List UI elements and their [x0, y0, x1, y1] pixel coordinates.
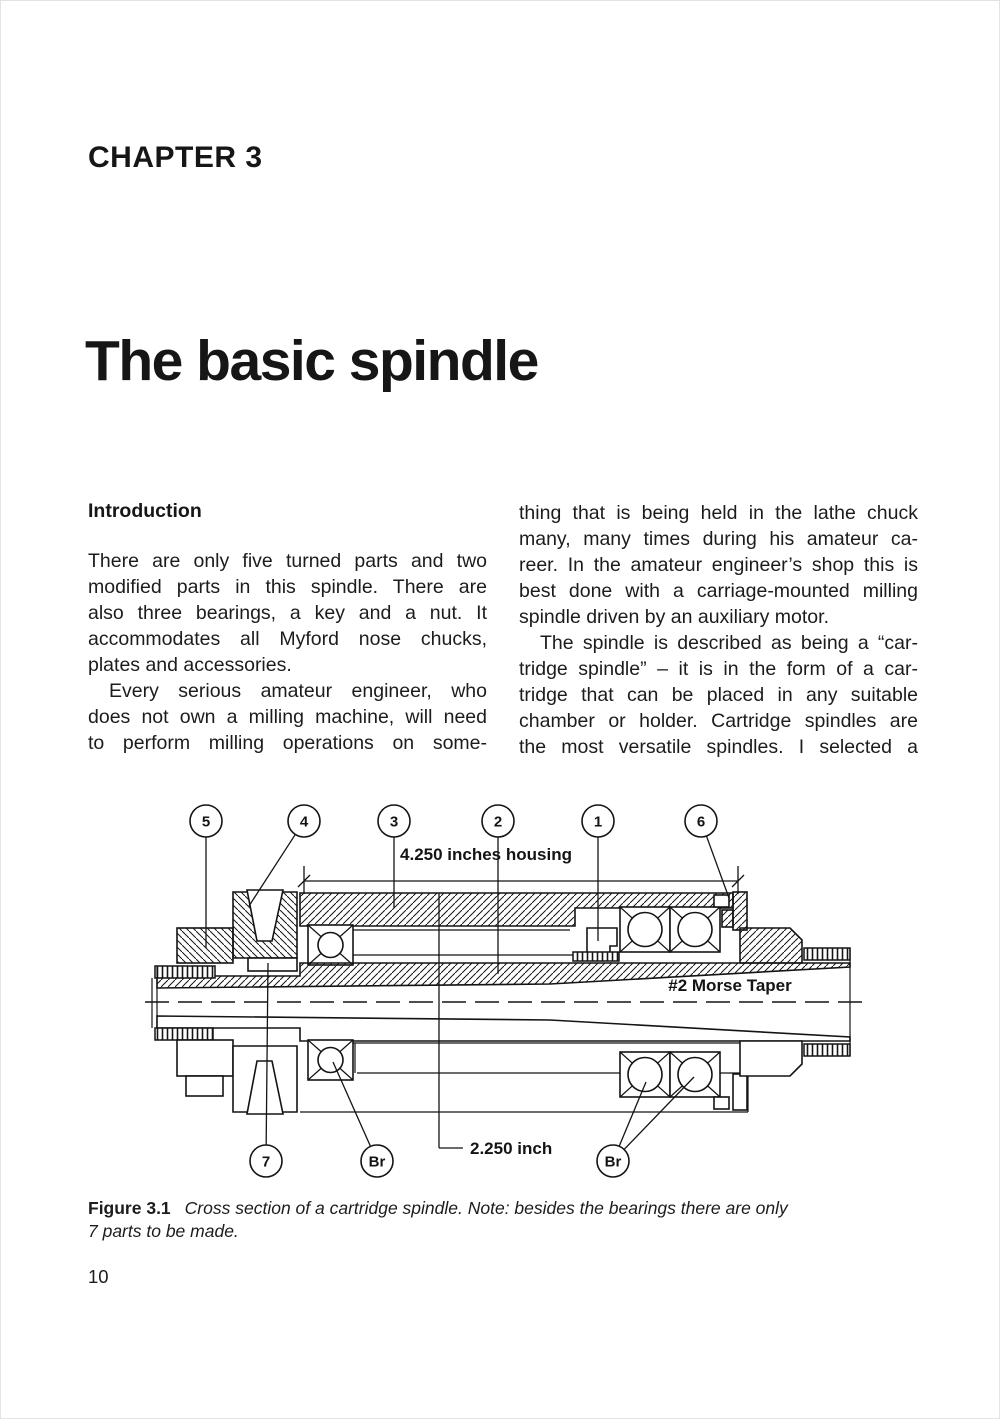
callout-leader-Br: [618, 1081, 647, 1147]
end-cap-bottom: [732, 1073, 748, 1111]
body-text-line: accommodates all Myford nose chucks,: [88, 628, 487, 650]
body-text-line: many, many times during his amateur ca-: [519, 528, 918, 550]
svg-text:7: 7: [262, 1154, 270, 1171]
callout-3: 3: [377, 804, 411, 838]
callout-2: 2: [481, 804, 515, 838]
page-number: 10: [88, 1266, 109, 1287]
svg-text:3: 3: [390, 814, 398, 831]
rear-thread-bottom: [803, 1043, 851, 1057]
spacer-tube: [353, 929, 573, 956]
callout-leader-7: [265, 962, 269, 1146]
body-text-line: best done with a carriage-mounted millin…: [519, 580, 918, 602]
rear-bearing-pair-bottom: [619, 1051, 721, 1098]
svg-text:Br: Br: [369, 1154, 386, 1171]
spacer-shoulder: [586, 927, 618, 954]
callout-leader-Br: [332, 1061, 372, 1147]
body-text-line: plates and accessories.: [88, 654, 292, 676]
key: [247, 957, 298, 972]
body-text-line: thing that is being held in the lathe ch…: [519, 502, 918, 524]
rear-collar-section: [739, 927, 803, 964]
dimension-housing-label: 4.250 inches housing: [400, 845, 572, 864]
callout-6: 6: [684, 804, 718, 838]
svg-text:1: 1: [594, 814, 602, 831]
body-text-line: the most versatile spindles. I selected …: [519, 736, 918, 758]
front-nut-bottom-step: [185, 1075, 224, 1097]
front-bearing-top: [307, 924, 354, 966]
spindle-cross-section-drawing: 4.250 inches housing 2.250 inch #2 Morse…: [145, 804, 862, 1178]
body-text-line: spindle driven by an auxiliary motor.: [519, 606, 829, 628]
svg-text:Br: Br: [605, 1154, 622, 1171]
callout-leader-4: [248, 834, 296, 907]
figure-caption-line1: Cross section of a cartridge spindle. No…: [184, 1198, 788, 1218]
figure-caption-line2: 7 parts to be made.: [88, 1221, 239, 1241]
body-text-line: reer. In the amateur engineer’s shop thi…: [519, 554, 918, 576]
nose-thread-bottom: [154, 1027, 214, 1041]
callout-layer: 5 4 3 2 1 6 7 Br Br: [189, 804, 730, 1178]
body-text-line: Every serious amateur engineer, who: [109, 680, 487, 702]
callout-leader-Br: [623, 1076, 695, 1150]
body-text-line: does not own a milling machine, will nee…: [88, 706, 487, 728]
body-text-line: to perform milling operations on some-: [88, 732, 487, 754]
housing-bottom-lines: [300, 1042, 749, 1113]
pulley-bottom-v: [246, 1060, 284, 1115]
end-cap-lip: [721, 909, 734, 928]
page-title: The basic spindle: [85, 329, 539, 393]
dimension-length: 2.250 inch: [438, 893, 552, 1158]
body-text-line: The spindle is described as being a “car…: [540, 632, 918, 654]
callout-7: 7: [249, 1144, 283, 1178]
figure-caption: Figure 3.1 Cross section of a cartridge s…: [88, 1197, 918, 1243]
shaft-thread-inner: [572, 951, 620, 962]
dimension-housing: 4.250 inches housing: [297, 845, 745, 894]
callout-5: 5: [189, 804, 223, 838]
callout-Br: Br: [596, 1144, 630, 1178]
figure-caption-label: Figure 3.1: [88, 1198, 171, 1218]
retainer-step: [713, 894, 730, 908]
front-bearing-bottom: [307, 1039, 354, 1081]
pulley-v-groove: [246, 889, 284, 942]
morse-taper-label: #2 Morse Taper: [668, 976, 792, 995]
body-text-line: modified parts in this spindle. There ar…: [88, 576, 487, 598]
svg-text:4: 4: [300, 814, 309, 831]
callout-leader-6: [705, 835, 730, 899]
dimension-length-label: 2.250 inch: [470, 1139, 552, 1158]
text-column-right: thing that is being held in the lathe ch…: [519, 500, 918, 760]
spindle-shaft-bottom: [156, 1015, 851, 1042]
body-text-line: There are only five turned parts and two: [88, 550, 487, 572]
svg-text:2: 2: [494, 814, 502, 831]
callout-Br: Br: [360, 1144, 394, 1178]
callout-1: 1: [581, 804, 615, 838]
section-heading: Introduction: [88, 500, 202, 522]
nose-thread-top: [154, 965, 216, 979]
body-text-line: tridge spindle” – it is in the form of a…: [519, 658, 918, 680]
rear-thread-top: [803, 947, 851, 961]
retainer-step-bottom: [713, 1096, 730, 1110]
figure-diagram: 4.250 inches housing 2.250 inch #2 Morse…: [145, 790, 870, 1185]
text-column-left: There are only five turned parts and two…: [88, 548, 487, 756]
body-text-line: tridge that can be placed in any suitabl…: [519, 684, 918, 706]
svg-text:5: 5: [202, 814, 210, 831]
body-text-line: also three bearings, a key and a nut. It: [88, 602, 487, 624]
body-text-line: chamber or holder. Cartridge spindles ar…: [519, 710, 918, 732]
rear-bearing-pair-top: [619, 906, 721, 953]
rear-collar-bottom: [739, 1040, 803, 1077]
end-cap-section: [732, 891, 748, 931]
svg-text:6: 6: [697, 814, 705, 831]
front-nut-section: [176, 927, 234, 964]
front-nut-bottom: [176, 1039, 234, 1077]
chapter-heading: CHAPTER 3: [88, 141, 263, 174]
callout-4: 4: [287, 804, 321, 838]
